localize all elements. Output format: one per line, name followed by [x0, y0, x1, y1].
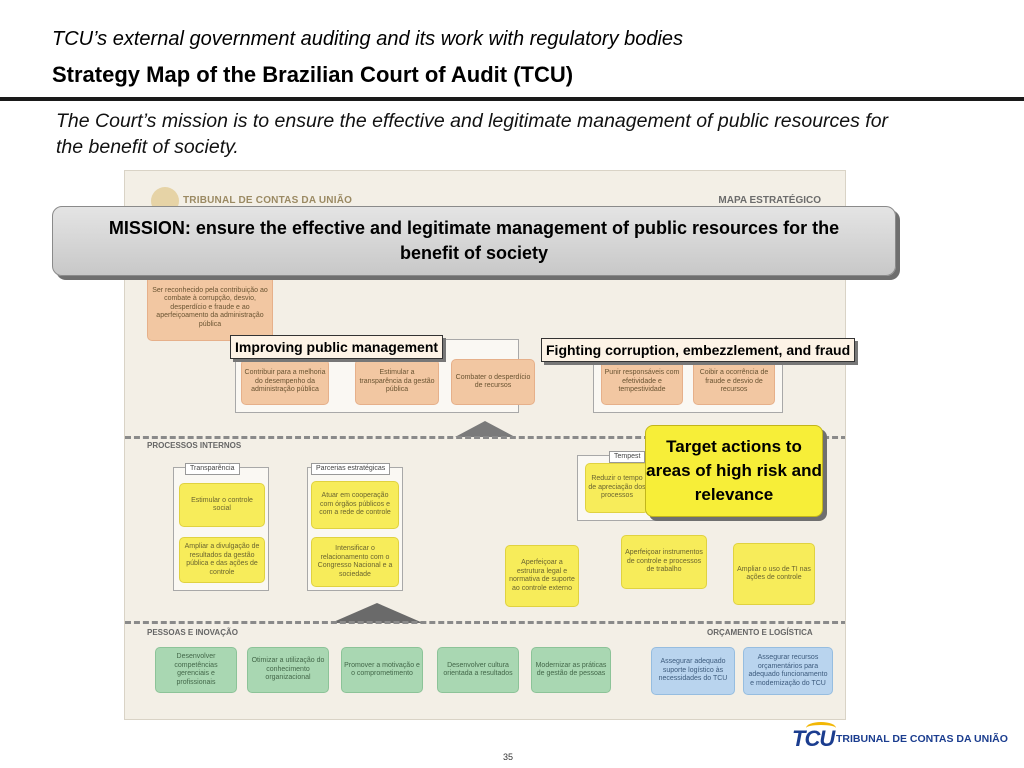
tag-partnerships: Parcerias estratégicas [311, 463, 391, 475]
node-hr: Modernizar as práticas de gestão de pess… [531, 647, 611, 693]
node-curb: Coibir a ocorrência de fraude e desvio d… [693, 359, 775, 405]
node-logistics: Assegurar adequado suporte logístico às … [651, 647, 735, 695]
slide-subtitle: TCU’s external government auditing and i… [52, 28, 684, 50]
tag-timeliness: Tempest [609, 451, 646, 463]
node-budget-resources: Assegurar recursos orçamentários para ad… [743, 647, 833, 695]
node-knowledge: Otimizar a utilização do conhecimento or… [247, 647, 329, 693]
node-cooperation: Atuar em cooperação com órgãos públicos … [311, 481, 399, 529]
section-divider-1 [125, 436, 845, 439]
map-brand: TRIBUNAL DE CONTAS DA UNIÃO [183, 195, 353, 206]
node-congress: Intensificar o relacionamento com o Cong… [311, 537, 399, 587]
node-responsible: Punir responsáveis com efetividade e tem… [601, 359, 683, 405]
node-legal: Aperfeiçoar a estrutura legal e normativ… [505, 545, 579, 607]
fighting-label: Fighting corruption, embezzlement, and f… [541, 338, 856, 362]
node-motivation: Promover a motivação e o comprometimento [341, 647, 423, 693]
arrow-up-internal [331, 603, 423, 623]
node-social-control: Estimular o controle social [179, 483, 265, 527]
node-contribute: Contribuir para a melhoria do desempenho… [241, 359, 329, 405]
node-competencies: Desenvolver competências gerenciais e pr… [155, 647, 237, 693]
section-divider-2 [125, 621, 845, 624]
title-divider [0, 97, 1024, 101]
section-internal: PROCESSOS INTERNOS [147, 441, 242, 450]
node-recognition: Ser reconhecido pela contribuição ao com… [147, 275, 273, 341]
mission-callout: MISSION: ensure the effective and legiti… [52, 206, 896, 276]
tcu-logo-name: TRIBUNAL DE CONTAS DA UNIÃO [836, 733, 1008, 745]
node-stimulate: Estimular a transparência da gestão públ… [355, 359, 439, 405]
mission-statement: The Court’s mission is to ensure the eff… [56, 110, 889, 158]
node-disclosure: Ampliar a divulgação de resultados da ge… [179, 537, 265, 583]
page-number: 35 [503, 752, 514, 762]
arrow-up-results [455, 421, 515, 437]
tag-transparency: Transparência [185, 463, 240, 475]
node-combat: Combater o desperdício de recursos [451, 359, 535, 405]
node-instruments: Aperfeiçoar instrumentos de controle e p… [621, 535, 707, 589]
section-budget: ORÇAMENTO E LOGÍSTICA [707, 628, 813, 637]
tcu-logo-arc-icon [806, 722, 836, 734]
slide-title: Strategy Map of the Brazilian Court of A… [52, 62, 574, 87]
improving-label: Improving public management [230, 335, 444, 359]
target-callout: Target actions to areas of high risk and… [645, 425, 823, 517]
node-reduce-time: Reduzir o tempo de apreciação dos proces… [585, 463, 649, 513]
map-heading: MAPA ESTRATÉGICO [718, 195, 821, 206]
node-it: Ampliar o uso de TI nas ações de control… [733, 543, 815, 605]
node-culture: Desenvolver cultura orientada a resultad… [437, 647, 519, 693]
section-people: PESSOAS E INOVAÇÃO [147, 628, 238, 637]
tcu-logo-mark: TCU [792, 726, 835, 751]
